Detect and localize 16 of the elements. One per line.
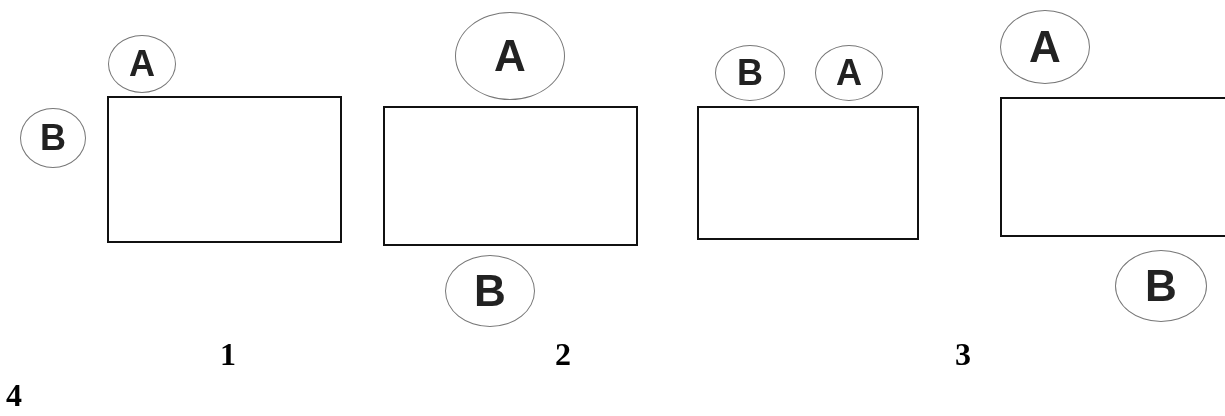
letter-circle: A xyxy=(815,45,883,101)
rectangle xyxy=(107,96,342,243)
letter-circle: B xyxy=(445,255,535,327)
rectangle xyxy=(1000,97,1225,237)
rectangle xyxy=(383,106,638,246)
figure-number: 4 xyxy=(6,377,22,414)
letter-circle: A xyxy=(455,12,565,100)
letter-circle: B xyxy=(20,108,86,168)
figure-number: 2 xyxy=(555,336,571,373)
letter-circle: A xyxy=(1000,10,1090,84)
letter-circle: A xyxy=(108,35,176,93)
letter-circle: B xyxy=(1115,250,1207,322)
figure-number: 1 xyxy=(220,336,236,373)
figure-number: 3 xyxy=(955,336,971,373)
letter-circle: B xyxy=(715,45,785,101)
rectangle xyxy=(697,106,919,240)
